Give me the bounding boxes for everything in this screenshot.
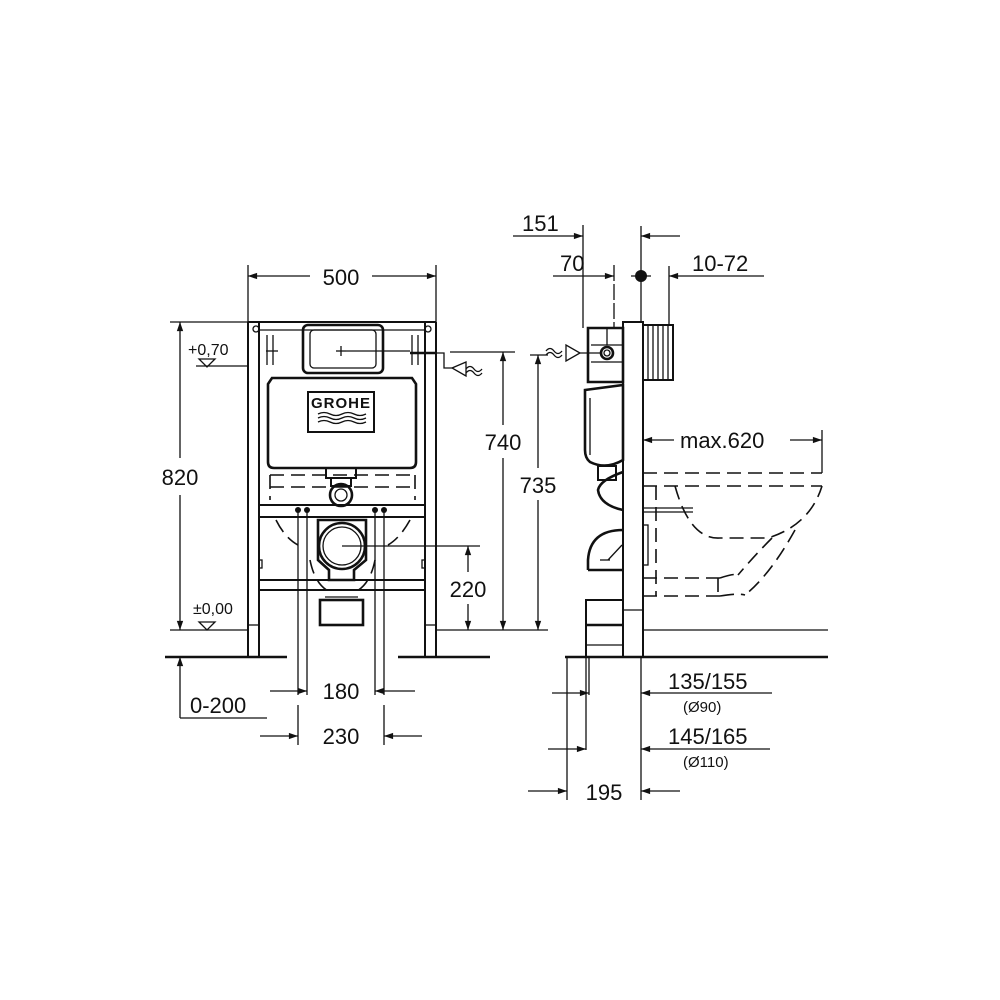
dim-max-620: max.620 — [643, 428, 823, 473]
dim-230: 230 — [260, 705, 422, 749]
dim-820: 820 — [162, 321, 248, 631]
level-marker-bottom: ±0,00 — [193, 601, 233, 631]
drain-outlet-front — [316, 518, 480, 627]
level-bottom-label: ±0,00 — [193, 601, 233, 618]
dim-180: 180 — [270, 679, 415, 704]
dim-0-200: 0-200 — [176, 657, 267, 719]
dim-230-label: 230 — [323, 724, 360, 749]
front-view: GROHE — [162, 265, 557, 749]
dim-220-label: 220 — [450, 577, 487, 602]
dim-820-label: 820 — [162, 465, 199, 490]
dim-151: 151 — [513, 211, 584, 328]
level-marker-top: +0,70 — [188, 342, 248, 368]
dim-740: 740 — [450, 351, 522, 630]
dim-740-label: 740 — [485, 430, 522, 455]
dim-135-155: 135/155 (Ø90) — [552, 669, 772, 716]
dim-110-label: (Ø110) — [683, 754, 729, 771]
dim-195-label: 195 — [586, 780, 623, 805]
dim-10-72: 10-72 — [668, 251, 764, 325]
dim-90-label: (Ø90) — [683, 699, 721, 716]
dim-180-label: 180 — [323, 679, 360, 704]
bowl-outline-front — [269, 474, 416, 593]
level-top-label: +0,70 — [188, 342, 229, 359]
frame — [247, 321, 437, 657]
dim-500: 500 — [247, 265, 437, 322]
dim-500-label: 500 — [323, 265, 360, 290]
dim-145-165-label: 145/165 — [668, 724, 748, 749]
water-inlet-side — [545, 343, 600, 363]
dim-axis-marker — [631, 226, 680, 322]
drain-pipe-side — [585, 470, 693, 658]
dim-max-620-label: max.620 — [680, 428, 764, 453]
grohe-logo: GROHE — [311, 395, 371, 412]
mounting-bolts — [295, 507, 387, 695]
dim-0-200-label: 0-200 — [190, 693, 246, 718]
grohe-logo-box — [307, 391, 375, 433]
dim-220: 220 — [436, 546, 548, 631]
actuator-plate — [266, 323, 410, 375]
dim-145-165: 145/165 (Ø110) — [548, 724, 770, 771]
dim-70: 70 — [553, 251, 615, 328]
bowl-outline-side — [643, 472, 823, 597]
cistern-side — [583, 326, 625, 481]
dim-735: 735 — [520, 354, 557, 630]
dim-70-label: 70 — [560, 251, 584, 276]
dim-195: 195 — [528, 780, 680, 805]
insulation-block — [642, 324, 674, 381]
dim-bottom-lines — [566, 657, 642, 800]
dim-151-label: 151 — [522, 211, 559, 236]
side-view: 151 70 10-72 max.620 — [513, 211, 828, 805]
dim-735-label: 735 — [520, 473, 557, 498]
dim-10-72-label: 10-72 — [692, 251, 748, 276]
wall-plate — [622, 321, 644, 658]
water-inlet-front — [410, 351, 483, 378]
dim-135-155-label: 135/155 — [668, 669, 748, 694]
cistern: GROHE — [266, 376, 418, 508]
